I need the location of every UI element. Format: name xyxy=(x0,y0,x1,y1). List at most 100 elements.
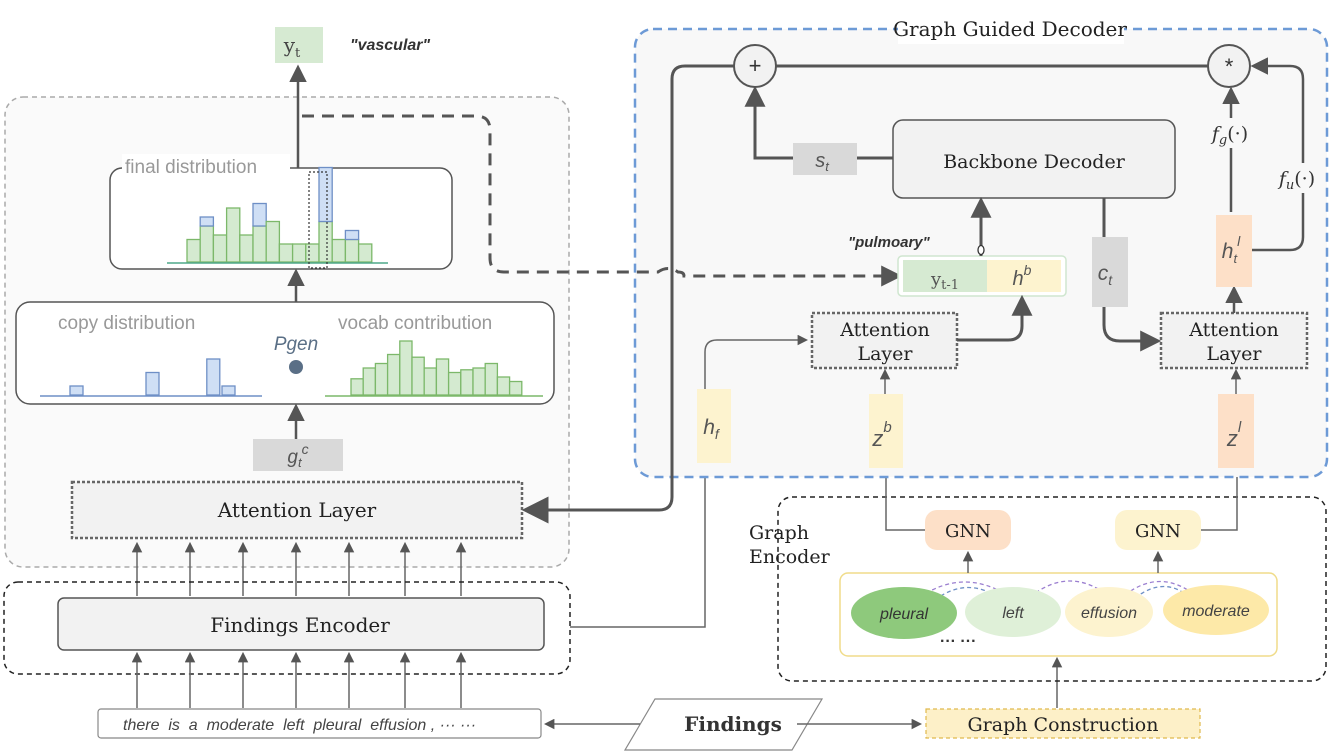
findings-encoder-box xyxy=(57,597,545,651)
node-moderate xyxy=(1163,585,1269,635)
state-vector-label: st xyxy=(815,150,830,174)
final-copy-bar xyxy=(199,216,215,227)
vocab-bar xyxy=(386,353,401,396)
state-vector-box xyxy=(793,143,857,175)
decoder-to-attention-right-path xyxy=(1102,198,1162,352)
attention-layer-mid xyxy=(810,311,959,370)
final-copy-bar xyxy=(252,202,267,227)
copy-distribution-bars xyxy=(69,358,236,396)
pgen-label: Pgen xyxy=(274,334,318,355)
context-ct-box xyxy=(1092,237,1128,307)
feedback-dashed-path xyxy=(302,114,903,287)
vocab-bar xyxy=(472,367,486,396)
gnn-left-box xyxy=(925,510,1011,550)
htl-to-mult-loop-path xyxy=(1250,57,1305,252)
attention-layer-left-label: Attention Layer xyxy=(217,498,377,522)
final-vocab-bar xyxy=(212,234,228,263)
encoder-to-hf-path xyxy=(570,463,706,628)
hf-to-attention-mid-path xyxy=(704,334,809,389)
vocab-bar xyxy=(447,371,462,396)
final-vocab-bar xyxy=(278,243,294,263)
context-vector-box xyxy=(253,439,343,471)
zb-vector-box xyxy=(869,394,903,468)
plus-to-attention-left-path xyxy=(521,64,735,524)
vocab-bar xyxy=(399,340,413,396)
final-vocab-bar xyxy=(265,220,281,263)
htl-vector-label: htl xyxy=(1222,233,1241,266)
final-vocab-bar xyxy=(305,243,320,263)
output-word: "vascular" xyxy=(350,37,431,54)
vocab-bar xyxy=(423,367,438,396)
vocab-bar xyxy=(496,376,511,396)
node-effusion xyxy=(1065,587,1153,637)
vocab-bar xyxy=(484,362,499,396)
final-vocab-bar xyxy=(291,243,307,263)
fg-label: fg(·) xyxy=(1210,123,1248,148)
output-token-box xyxy=(275,27,323,63)
final-distribution-label: final distribution xyxy=(125,157,257,178)
node-left-label: left xyxy=(1002,605,1024,622)
graph-construction-box xyxy=(925,708,1201,739)
graph-construction-label: Graph Construction xyxy=(968,714,1159,736)
final-vocab-bar xyxy=(225,207,241,263)
encoder-container xyxy=(3,581,571,675)
vocab-bar xyxy=(374,362,389,396)
hf-vector-box xyxy=(697,389,731,463)
final-vocab-bar xyxy=(199,225,215,263)
selected-token-highlight xyxy=(308,171,328,269)
prev-token-y-box xyxy=(903,260,987,292)
encoder-to-attention-arrows xyxy=(131,541,467,596)
vocab-bar xyxy=(362,367,377,396)
backbone-decoder-label: Backbone Decoder xyxy=(943,151,1126,173)
final-vocab-bar xyxy=(344,238,360,263)
graph-guided-decoder-title: Graph Guided Decoder xyxy=(893,17,1127,41)
vocab-bar xyxy=(460,369,474,396)
final-vocab-bar xyxy=(186,238,201,263)
context-ct-label: ct xyxy=(1098,262,1114,288)
copy-bar xyxy=(206,358,221,396)
node-left xyxy=(965,587,1061,637)
vocab-bar xyxy=(350,378,364,396)
gnn-right-label: GNN xyxy=(1135,521,1181,542)
findings-shape xyxy=(623,698,824,751)
vocab-bar xyxy=(508,380,523,396)
mult-node-symbol: * xyxy=(1225,54,1234,79)
final-distribution-bars xyxy=(186,166,373,263)
copy-bar xyxy=(69,385,84,396)
copy-bar xyxy=(145,371,160,396)
prev-token-y-label: yt-1 xyxy=(930,269,959,293)
backbone-decoder-box xyxy=(892,119,1176,199)
final-vocab-bar xyxy=(239,234,254,263)
vocab-bar xyxy=(435,358,450,396)
plus-node-symbol: + xyxy=(749,53,762,78)
fu-label: fu(·) xyxy=(1277,168,1315,193)
zl-vector-label: zl xyxy=(1226,419,1242,451)
attention-mid-to-hb-path xyxy=(957,294,1033,342)
hf-vector-label: hf xyxy=(703,416,721,442)
node-pleural-label: pleural xyxy=(879,606,928,623)
vocab-contribution-label: vocab contribution xyxy=(338,313,492,334)
final-vocab-bar xyxy=(252,225,267,263)
gnn-right-box xyxy=(1115,510,1201,550)
htl-vector-box xyxy=(1216,215,1252,287)
text-to-encoder-arrows xyxy=(131,651,467,708)
final-copy-bar xyxy=(318,166,333,223)
node-pleural xyxy=(851,587,957,639)
zl-vector-box xyxy=(1218,394,1254,468)
final-vocab-bar xyxy=(318,220,333,263)
pgen-dot xyxy=(289,360,303,374)
final-copy-bar xyxy=(344,229,360,241)
output-token-label: yt xyxy=(283,33,301,61)
final-vocab-bar xyxy=(357,243,373,263)
copy-bar xyxy=(221,385,236,396)
gnn-left-to-zb xyxy=(885,468,925,531)
prev-token-word: "pulmoary" xyxy=(848,234,931,251)
gnn-right-to-zl xyxy=(1201,468,1238,531)
context-vector-label: gtc xyxy=(287,441,308,470)
findings-text: there is a moderate left pleural effusio… xyxy=(123,717,476,734)
prev-token-h-label: hb xyxy=(1013,262,1032,290)
prev-token-h-box xyxy=(987,260,1061,292)
